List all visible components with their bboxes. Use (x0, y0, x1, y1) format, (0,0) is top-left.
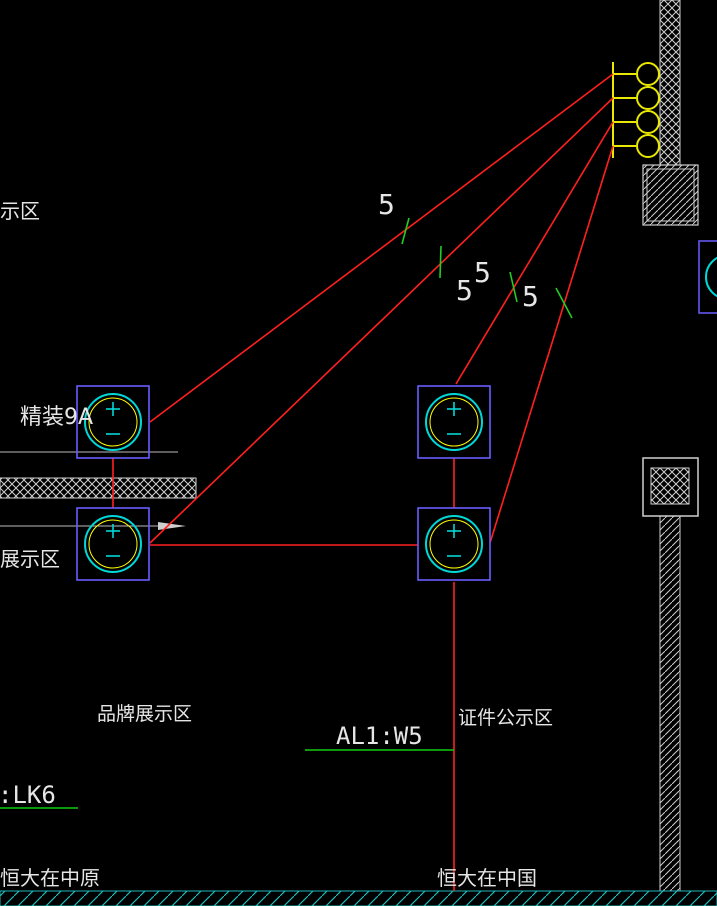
tick-2 (439, 245, 442, 279)
wire-count-2: 5 (456, 274, 473, 307)
wall-block (642, 164, 699, 226)
wall-column-top (659, 0, 681, 166)
fixture-3[interactable] (417, 385, 491, 459)
circuit-left-label: :LK6 (0, 781, 56, 809)
certificate-area-label: 证件公示区 (458, 707, 553, 729)
wire-to-fixture-2 (149, 97, 614, 544)
wire-count-3: 5 (474, 256, 491, 289)
floor-hatch (0, 890, 717, 906)
wire-count-1: 5 (378, 188, 395, 221)
area-label-left-top: 示区 (0, 199, 40, 223)
fixture-1[interactable] (76, 385, 150, 459)
area-label-left-mid: 展示区 (0, 547, 60, 571)
wire-to-fixture-4 (489, 145, 614, 544)
wire-to-fixture-1 (149, 73, 614, 423)
tick-4 (555, 287, 573, 319)
fixture-2[interactable] (76, 507, 150, 581)
wire-ticks (401, 217, 573, 319)
fixture-tag-label: 精装9A (20, 405, 93, 430)
circuit-main-label: AL1:W5 (336, 722, 423, 750)
brand-area-label: 品牌展示区 (97, 703, 192, 725)
arrow-marker (158, 522, 186, 530)
column-cap-core (650, 467, 690, 505)
wiring (112, 73, 614, 891)
slogan-center-label: 恒大在中国 (437, 866, 537, 890)
column-shaft (659, 515, 681, 892)
wire-count-4: 5 (522, 280, 539, 313)
terminal-connectors (613, 62, 660, 158)
slogan-left-label: 恒大在中原 (0, 866, 100, 890)
wall-block-inner (646, 168, 695, 222)
tick-1 (401, 217, 410, 245)
fixture-partial-right (698, 240, 717, 314)
fixture-partial-ring (705, 256, 717, 298)
tick-3 (509, 271, 518, 303)
fixture-4[interactable] (417, 507, 491, 581)
wall-horizontal (0, 477, 197, 499)
wire-to-fixture-3 (455, 121, 614, 385)
